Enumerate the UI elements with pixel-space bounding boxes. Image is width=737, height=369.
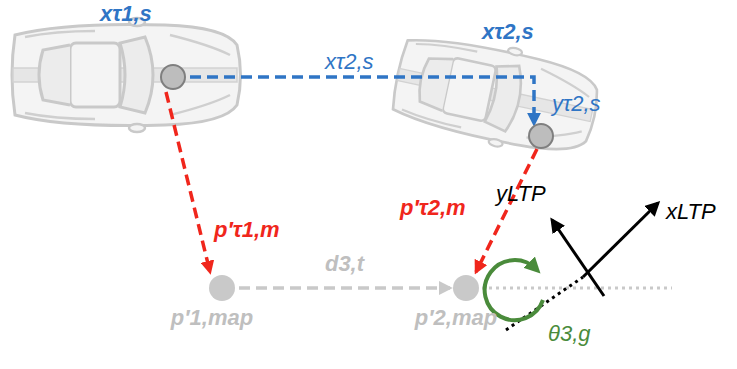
point-label: p′1,map xyxy=(171,306,253,330)
point-circle xyxy=(453,275,479,301)
measurement-arrow xyxy=(166,92,210,272)
edge-label: d3,t xyxy=(325,252,364,276)
state-label: xτ2,s xyxy=(482,20,534,44)
car-outline xyxy=(12,18,241,132)
map-point: p′1,map xyxy=(209,275,235,301)
reference-line xyxy=(482,287,672,290)
translation-arrow xyxy=(239,286,450,290)
ego-motion-arrow xyxy=(173,77,534,124)
point-circle xyxy=(209,275,235,301)
angle-label: θ3,g xyxy=(548,322,591,346)
map-point: p′2,map xyxy=(453,275,479,301)
displacement-label: yτ2,s xyxy=(552,92,601,116)
vehicle-center xyxy=(161,65,185,89)
displacement-label: xτ2,s xyxy=(325,50,374,74)
vehicle-center xyxy=(529,124,553,148)
point-circle xyxy=(453,275,479,301)
y-axis-arrow xyxy=(552,220,604,296)
measurement-label: p′τ2,m xyxy=(400,196,466,220)
x-axis-arrow xyxy=(583,203,658,277)
measurement-arrow xyxy=(476,149,537,272)
measurement-label: p′τ1,m xyxy=(214,218,280,242)
axis-label: yLTP xyxy=(496,182,546,206)
state-label: xτ1,s xyxy=(100,2,152,26)
point-label: p′2,map xyxy=(415,306,497,330)
point-circle xyxy=(209,275,235,301)
car-outline xyxy=(387,25,605,165)
axis-label: xLTP xyxy=(666,200,716,224)
